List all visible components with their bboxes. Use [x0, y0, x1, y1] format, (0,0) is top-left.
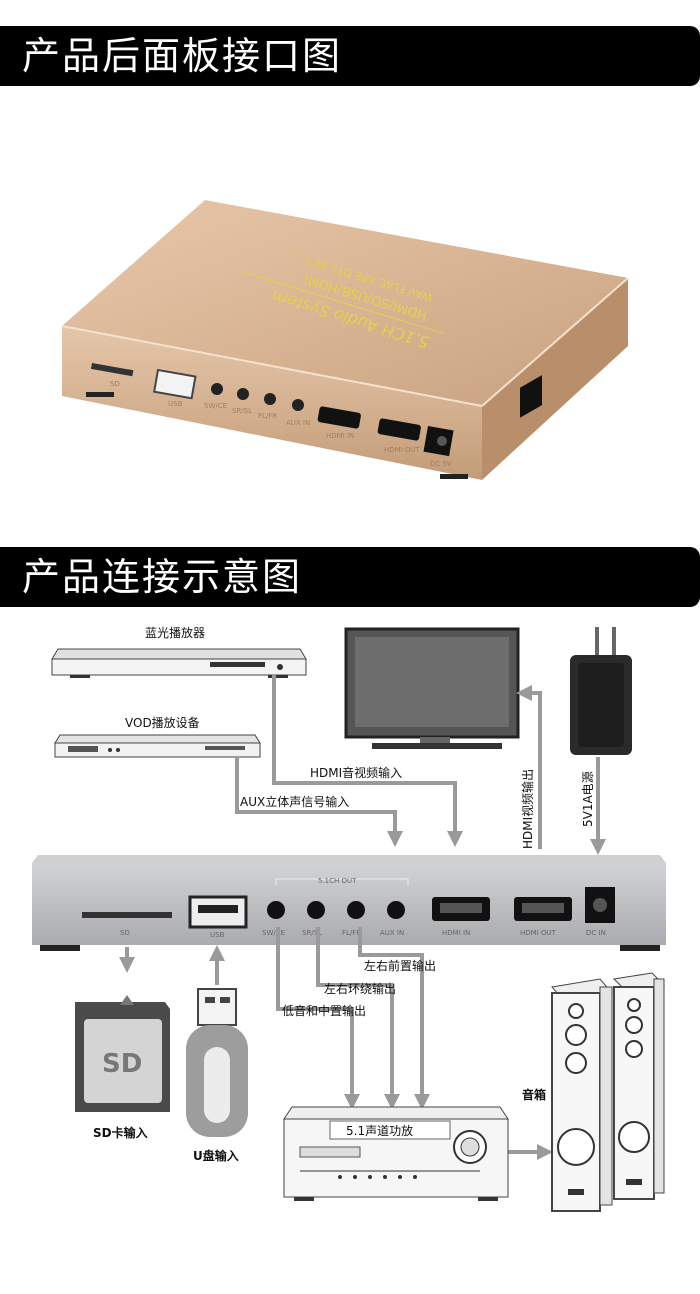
- section-title: 产品连接示意图: [22, 555, 303, 599]
- port-label-fl-fr: FL/FR: [258, 412, 277, 420]
- hdmi-out-label: HDMI视频输出: [520, 769, 535, 849]
- front-ports: SD USB SW/CE SR/SL FL/FR AUX IN HDMI IN …: [90, 363, 454, 468]
- panel-label-sr-sl: SR/SL: [302, 929, 322, 937]
- hdmi-in-label: HDMI音视频输入: [310, 765, 402, 780]
- jack-sw-ce: [211, 383, 223, 395]
- port-label-sd: SD: [110, 380, 120, 388]
- front-out-label: 左右前置输出: [364, 958, 436, 973]
- panel-group-label: 5.1CH OUT: [318, 877, 357, 885]
- usb-port: [153, 368, 197, 400]
- panel-label-aux-in: AUX IN: [380, 929, 404, 937]
- port-label-hdmi-in: HDMI IN: [326, 432, 354, 440]
- usb-drive: [186, 988, 248, 1137]
- power-adapter: [570, 627, 632, 755]
- panel-sd-slot: [82, 912, 172, 918]
- panel-label-dc: DC IN: [586, 929, 606, 937]
- port-label-hdmi-out: HDMI OUT: [384, 446, 421, 454]
- vod-label: VOD播放设备: [125, 715, 200, 730]
- aux-in-label: AUX立体声信号输入: [240, 794, 349, 809]
- port-label-sw-ce: SW/CE: [204, 402, 227, 410]
- usb-in-label: U盘输入: [193, 1148, 239, 1163]
- panel-label-hdmi-out: HDMI OUT: [520, 929, 557, 937]
- section-header-connection: 产品连接示意图: [0, 547, 700, 607]
- tv-monitor: [344, 627, 520, 749]
- amp-label: 5.1声道功放: [346, 1123, 413, 1138]
- hdmi-in-port: [317, 406, 361, 429]
- bluray-player: 蓝光播放器: [51, 625, 307, 678]
- sd-in-label: SD卡输入: [93, 1125, 148, 1140]
- sd-slot: [90, 363, 134, 377]
- center-sub-out-label: 低音和中置输出: [282, 1003, 366, 1018]
- port-label-aux-in: AUX IN: [286, 419, 310, 427]
- vod-player: VOD播放设备: [54, 715, 261, 758]
- power-label: 5V1A电源: [581, 771, 595, 827]
- panel-label-fl-fr: FL/FR: [342, 929, 361, 937]
- jack-aux-in: [292, 399, 304, 411]
- panel-jack-fl-fr: [347, 901, 365, 919]
- surround-out-label: 左右环绕输出: [324, 981, 396, 996]
- top-signal-lines: [235, 675, 606, 855]
- panel-label-usb: USB: [210, 931, 225, 939]
- panel-jack-aux-in: [387, 901, 405, 919]
- speakers: [551, 972, 666, 1212]
- panel-jack-sw-ce: [267, 901, 285, 919]
- rear-panel-photo: 5.1CH Audio System HDMI/SD/USB/HDMI WAV …: [61, 200, 629, 480]
- sd-card: SD: [75, 995, 170, 1112]
- amplifier: 5.1声道功放: [283, 1106, 509, 1201]
- section-header-rear-panel: 产品后面板接口图: [0, 26, 700, 86]
- power-switch[interactable]: [520, 375, 542, 418]
- jack-sr-sl: [237, 388, 249, 400]
- jack-fl-fr: [264, 393, 276, 405]
- device-right-side: [482, 278, 628, 480]
- port-label-dc: DC 5V: [430, 460, 452, 468]
- bluray-label: 蓝光播放器: [145, 625, 205, 640]
- hdmi-out-port: [377, 418, 421, 441]
- sd-card-text: SD: [102, 1049, 142, 1079]
- section-title: 产品后面板接口图: [22, 34, 343, 78]
- speaker-label: 音箱: [522, 1087, 546, 1102]
- connection-diagram: 蓝光播放器 VOD播放设备 HDMI音视频输入 AUX立体声信号输入 HDMI视…: [32, 625, 666, 1212]
- panel-label-sd: SD: [120, 929, 130, 937]
- port-label-usb: USB: [168, 400, 183, 408]
- output-signal-lines: [119, 927, 553, 1160]
- device-rear-panel: 5.1CH OUT SD USB SW/CE SR/SL FL/FR AUX I…: [32, 855, 666, 951]
- panel-label-sw-ce: SW/CE: [262, 929, 285, 937]
- panel-label-hdmi-in: HDMI IN: [442, 929, 470, 937]
- port-label-sr-sl: SR/SL: [232, 407, 252, 415]
- panel-jack-sr-sl: [307, 901, 325, 919]
